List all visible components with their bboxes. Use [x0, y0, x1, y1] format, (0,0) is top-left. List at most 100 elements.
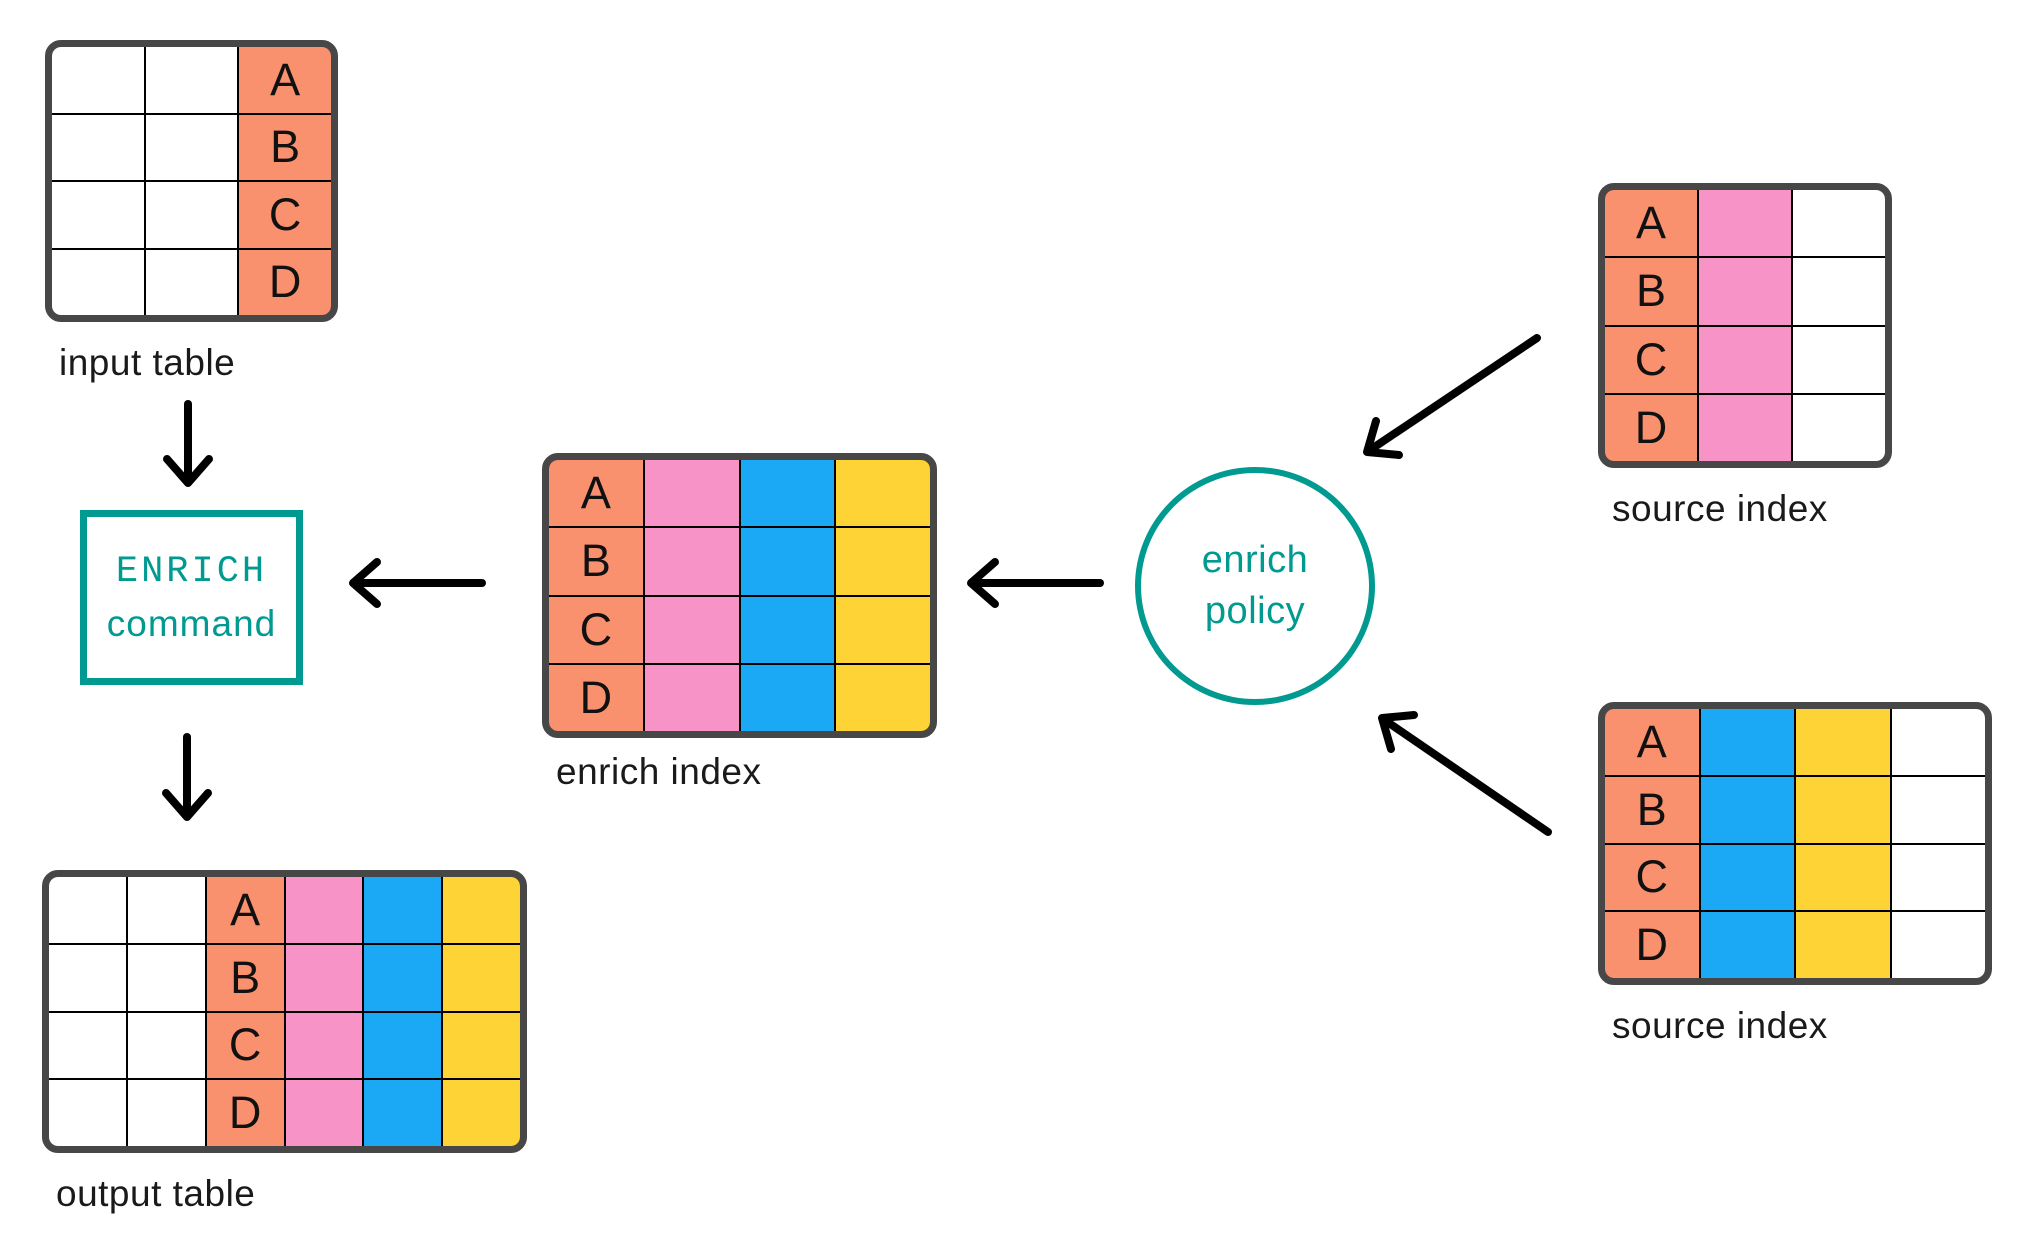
- table-cell: [145, 249, 238, 315]
- table-cell: [644, 528, 739, 595]
- table-cell: [1891, 709, 1985, 775]
- table-cell: A: [1605, 709, 1699, 775]
- table-cell: [1796, 912, 1890, 978]
- table-cell: [1700, 844, 1794, 911]
- arrow-policy-to-enrich-index-icon: [967, 558, 1104, 608]
- arrow-command-to-output-icon: [162, 733, 212, 821]
- table-cell: [1793, 326, 1885, 393]
- table-cell: A: [1605, 190, 1697, 257]
- table-cell: [127, 1080, 205, 1146]
- arrow-source-bottom-to-policy-icon: [1378, 711, 1552, 836]
- table-cell: [836, 596, 930, 663]
- enrich-policy-circle: enrich policy: [1135, 467, 1375, 705]
- table-cell: [443, 1012, 520, 1079]
- table-cell: [1796, 776, 1890, 843]
- table-cell: [644, 460, 739, 527]
- table-cell: [1793, 190, 1885, 257]
- table-cell: [49, 944, 126, 1011]
- table-cell: [364, 1012, 442, 1079]
- table-cell: C: [1605, 326, 1697, 393]
- source-index-bottom-label: source index: [1612, 1005, 1828, 1046]
- table-cell: [1793, 258, 1885, 325]
- table-cell: [1700, 709, 1794, 775]
- table-cell: D: [1605, 394, 1697, 461]
- table-cell: D: [1605, 912, 1699, 978]
- table-cell: D: [549, 664, 643, 731]
- arrow-input-to-command-icon: [163, 400, 213, 487]
- enrich-command-line2: command: [106, 602, 277, 644]
- table-cell: [49, 1080, 126, 1146]
- table-cell: [52, 114, 144, 180]
- table-cell: C: [239, 182, 331, 248]
- table-cell: [364, 877, 442, 943]
- table-cell: [1891, 776, 1985, 843]
- table-cell: [1891, 844, 1985, 911]
- table-cell: [740, 528, 835, 595]
- table-cell: [145, 47, 238, 113]
- table-cell: [644, 596, 739, 663]
- table-cell: [52, 47, 144, 113]
- table-cell: [740, 596, 835, 663]
- table-cell: [1793, 394, 1885, 461]
- table-cell: [285, 877, 363, 943]
- table-cell: [740, 460, 835, 527]
- table-cell: A: [549, 460, 643, 527]
- table-cell: [1699, 394, 1791, 461]
- table-cell: B: [1605, 776, 1699, 843]
- input-table-label: input table: [59, 342, 236, 383]
- table-cell: [740, 664, 835, 731]
- table-cell: [49, 1012, 126, 1079]
- table-cell: [443, 877, 520, 943]
- table-cell: [443, 1080, 520, 1146]
- table-cell: [127, 1012, 205, 1079]
- table-cell: [1796, 844, 1890, 911]
- table-cell: [145, 182, 238, 248]
- arrow-source-top-to-policy-icon: [1363, 334, 1541, 459]
- table-cell: [836, 664, 930, 731]
- table-cell: [127, 877, 205, 943]
- table-cell: [1796, 709, 1890, 775]
- enrich-index-label: enrich index: [556, 751, 762, 792]
- table-cell: [285, 1012, 363, 1079]
- table-cell: [644, 664, 739, 731]
- table-cell: [443, 944, 520, 1011]
- table-cell: C: [1605, 844, 1699, 911]
- enrich-policy-line2: policy: [1204, 590, 1306, 632]
- arrow-enrich-index-to-command-icon: [349, 558, 486, 608]
- table-cell: [1891, 912, 1985, 978]
- enrich-command-box: ENRICH command: [80, 510, 303, 685]
- table-cell: [1699, 258, 1791, 325]
- table-cell: [364, 944, 442, 1011]
- table-cell: [49, 877, 126, 943]
- table-cell: [52, 249, 144, 315]
- table-cell: B: [206, 944, 284, 1011]
- table-cell: B: [239, 114, 331, 180]
- enrich-command-line1: ENRICH: [115, 550, 268, 593]
- enrich-policy-line1: enrich: [1201, 539, 1309, 582]
- output-table-label: output table: [56, 1173, 256, 1214]
- table-cell: B: [549, 528, 643, 595]
- table-cell: D: [206, 1080, 284, 1146]
- table-cell: [285, 944, 363, 1011]
- table-cell: [145, 114, 238, 180]
- table-cell: [364, 1080, 442, 1146]
- table-cell: [127, 944, 205, 1011]
- table-cell: A: [239, 47, 331, 113]
- table-cell: A: [206, 877, 284, 943]
- table-cell: C: [549, 596, 643, 663]
- table-cell: [1699, 326, 1791, 393]
- table-cell: [1699, 190, 1791, 257]
- table-cell: [52, 182, 144, 248]
- table-cell: C: [206, 1012, 284, 1079]
